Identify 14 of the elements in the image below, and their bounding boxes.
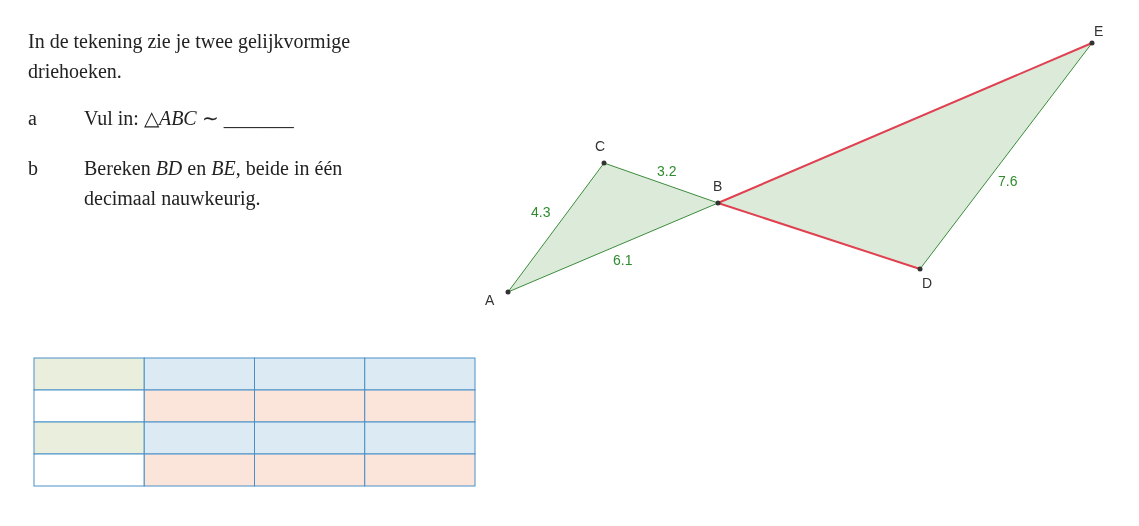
point-label: E (1094, 23, 1104, 39)
point-label: C (595, 138, 606, 154)
length-label: 7.6 (998, 173, 1018, 189)
question-text: Vul in: △ABC ∼ _______ (84, 106, 295, 131)
instruction-text: In de tekening zie je twee gelijkvormige driehoeken. (28, 29, 352, 84)
question-text: Bereken BD en BE, beide in één decimaal nauwkeurig. (84, 156, 344, 212)
question-letter: a (28, 106, 38, 131)
question-letter: b (28, 156, 39, 181)
point-label: A (485, 292, 495, 308)
length-label: 6.1 (613, 252, 633, 268)
point-label: D (922, 275, 933, 291)
length-label: 3.2 (657, 163, 677, 179)
point-label: B (713, 178, 723, 194)
length-label: 4.3 (531, 204, 551, 220)
